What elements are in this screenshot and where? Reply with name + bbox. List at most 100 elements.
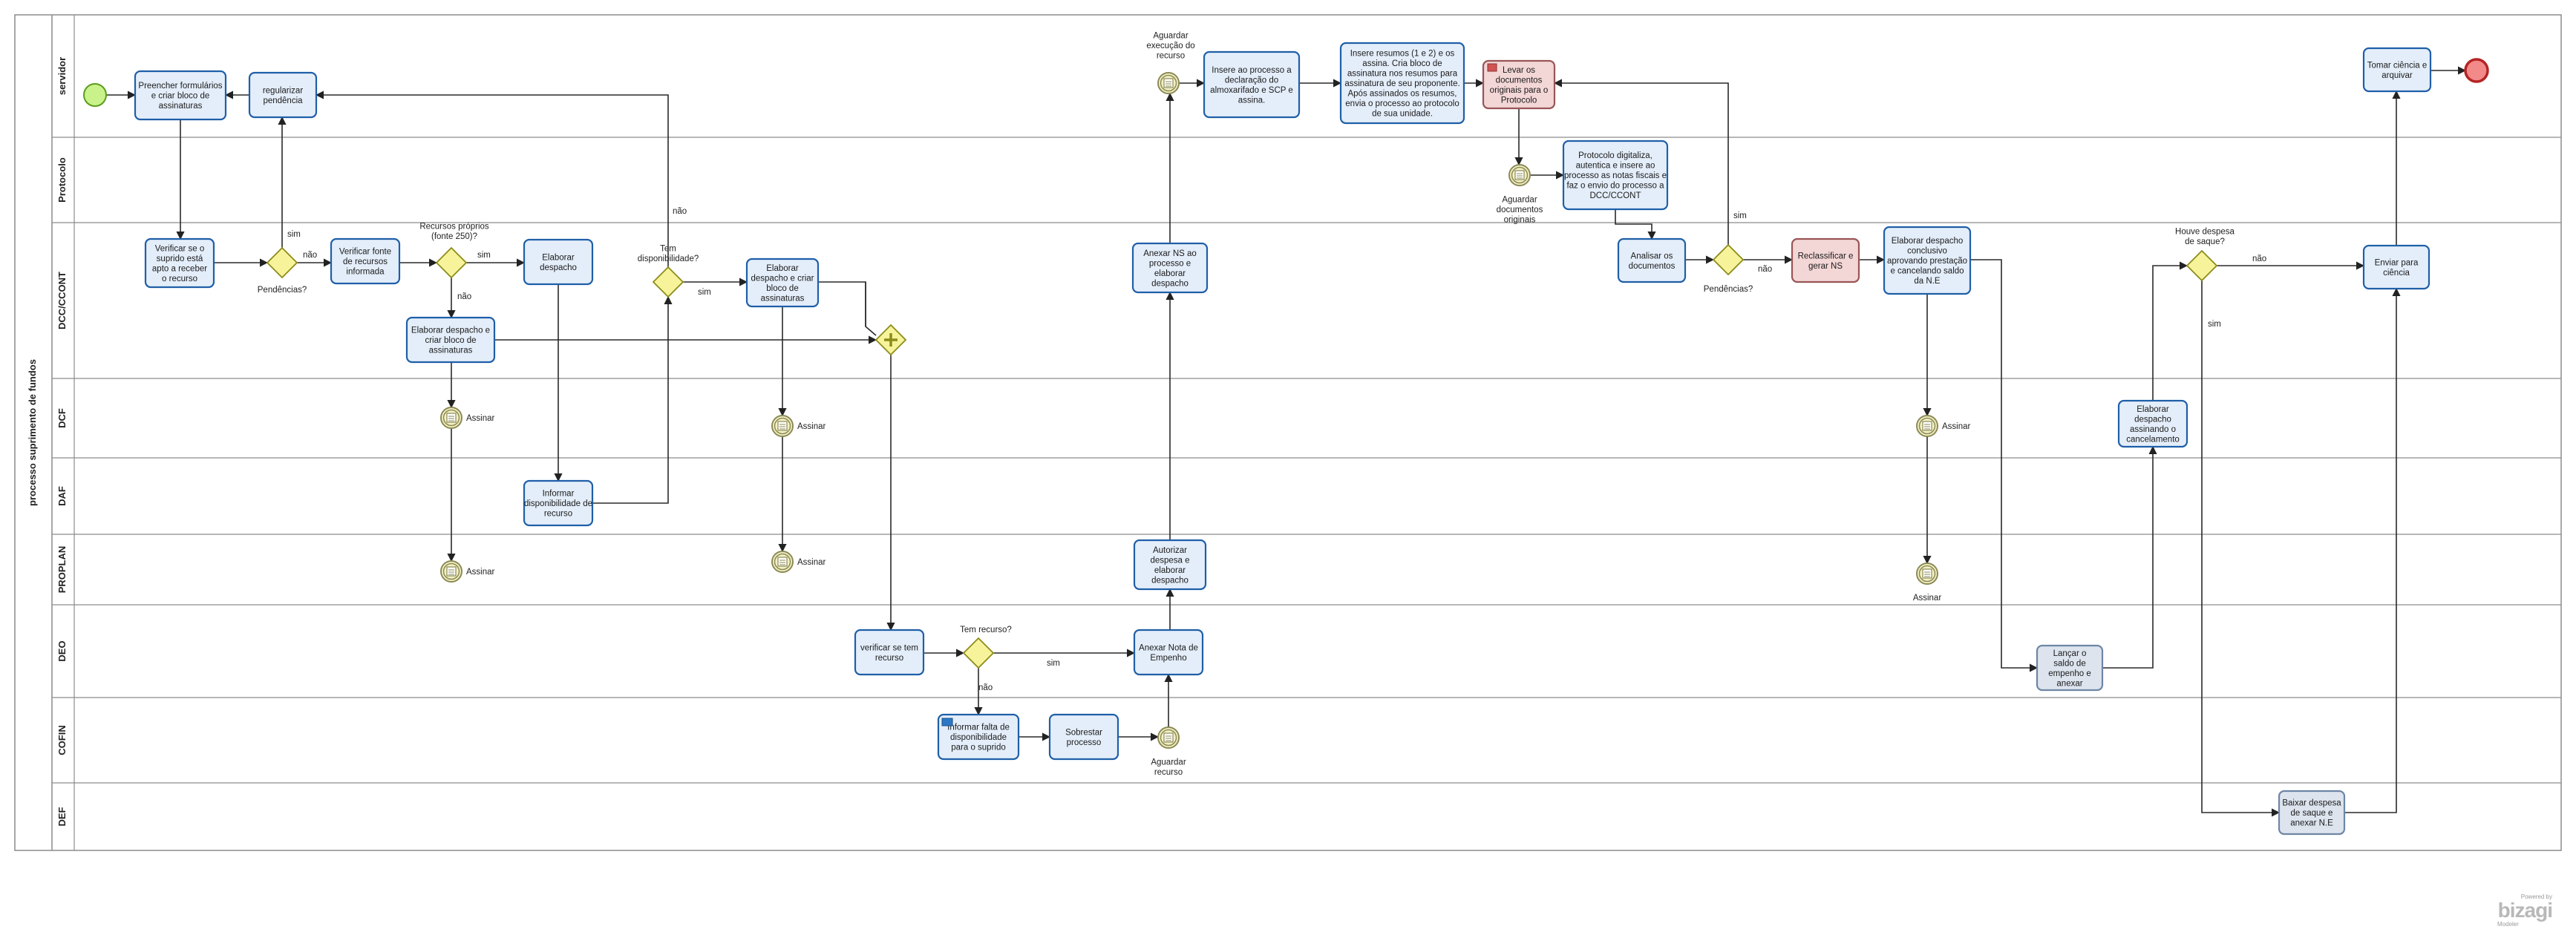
lane-label-proplan: PROPLAN: [56, 546, 68, 594]
gateway-parallel-join[interactable]: [875, 324, 907, 356]
sequence-flow: [1553, 79, 1729, 245]
gateway-houve-despesa[interactable]: [2186, 249, 2218, 282]
event-aguardar-documentos[interactable]: [1508, 164, 1531, 186]
flow-label-sim: sim: [1733, 211, 1747, 220]
timer-icon: [1163, 732, 1174, 743]
gateway-pendencias2[interactable]: [1712, 243, 1745, 276]
event-assinar[interactable]: [1916, 415, 1938, 437]
envelope-icon: [941, 718, 953, 726]
event-assinar-label: Assinar: [1913, 594, 1942, 603]
flow-label-sim: sim: [2208, 320, 2221, 329]
document-icon: [1487, 63, 1497, 72]
event-assinar[interactable]: [440, 560, 462, 583]
lane-label-dcc-ccont: DCC/CCONT: [56, 272, 68, 329]
timer-icon: [777, 421, 788, 431]
event-aguardar-recurso[interactable]: [1157, 726, 1180, 749]
event-assinar[interactable]: [771, 415, 794, 437]
timer-icon: [446, 413, 457, 423]
flow-label-nao: não: [457, 292, 471, 301]
gateway-label: Pendências?: [1704, 285, 1753, 294]
gateway-label: Recursos próprios(fonte 250)?: [419, 222, 489, 241]
lane-label-dcf: DCF: [56, 408, 68, 428]
flow-label-sim: sim: [1047, 659, 1060, 668]
task-protocolo-digitaliza[interactable]: Protocolo digitaliza,autentica e insere …: [1562, 140, 1669, 211]
flow-label-sim: sim: [477, 251, 491, 260]
gateway-label: Tem recurso?: [960, 626, 1012, 634]
gateway-tem-disponibilidade[interactable]: [652, 266, 684, 298]
sequence-flow: [592, 295, 673, 504]
lanes: servidorProtocoloDCC/CCONTDCFDAFPROPLAND…: [52, 57, 2561, 827]
flow-label-nao: não: [1758, 265, 1772, 274]
sequence-flow: [2102, 445, 2157, 669]
watermark-modeler: Modeler: [2497, 921, 2519, 928]
bizagi-logo: bizagi: [2497, 899, 2553, 922]
pool-label: processo suprimento de fundos: [27, 359, 38, 506]
lane-label-servidor: servidor: [56, 57, 68, 95]
gateway-pendencias1[interactable]: [266, 246, 298, 279]
sequence-flow: [2344, 287, 2401, 813]
event-assinar-label: Assinar: [466, 414, 495, 423]
lane-label-cofin: COFIN: [56, 725, 68, 755]
start-event[interactable]: [83, 83, 107, 107]
flow-label-nao: não: [2252, 255, 2266, 263]
lane-label-def: DEF: [56, 807, 68, 826]
event-assinar[interactable]: [440, 407, 462, 429]
event-assinar-label: Assinar: [466, 568, 495, 577]
end-event[interactable]: [2464, 58, 2489, 83]
watermark-powered: Powered by: [2520, 893, 2552, 900]
gateway-tem-recurso[interactable]: [962, 637, 995, 669]
event-assinar[interactable]: [1916, 562, 1938, 585]
event-aguardar-execucao[interactable]: [1157, 72, 1180, 94]
event-assinar[interactable]: [771, 551, 794, 573]
gateway-recursos-proprios[interactable]: [435, 246, 468, 279]
timer-icon: [1163, 78, 1174, 88]
